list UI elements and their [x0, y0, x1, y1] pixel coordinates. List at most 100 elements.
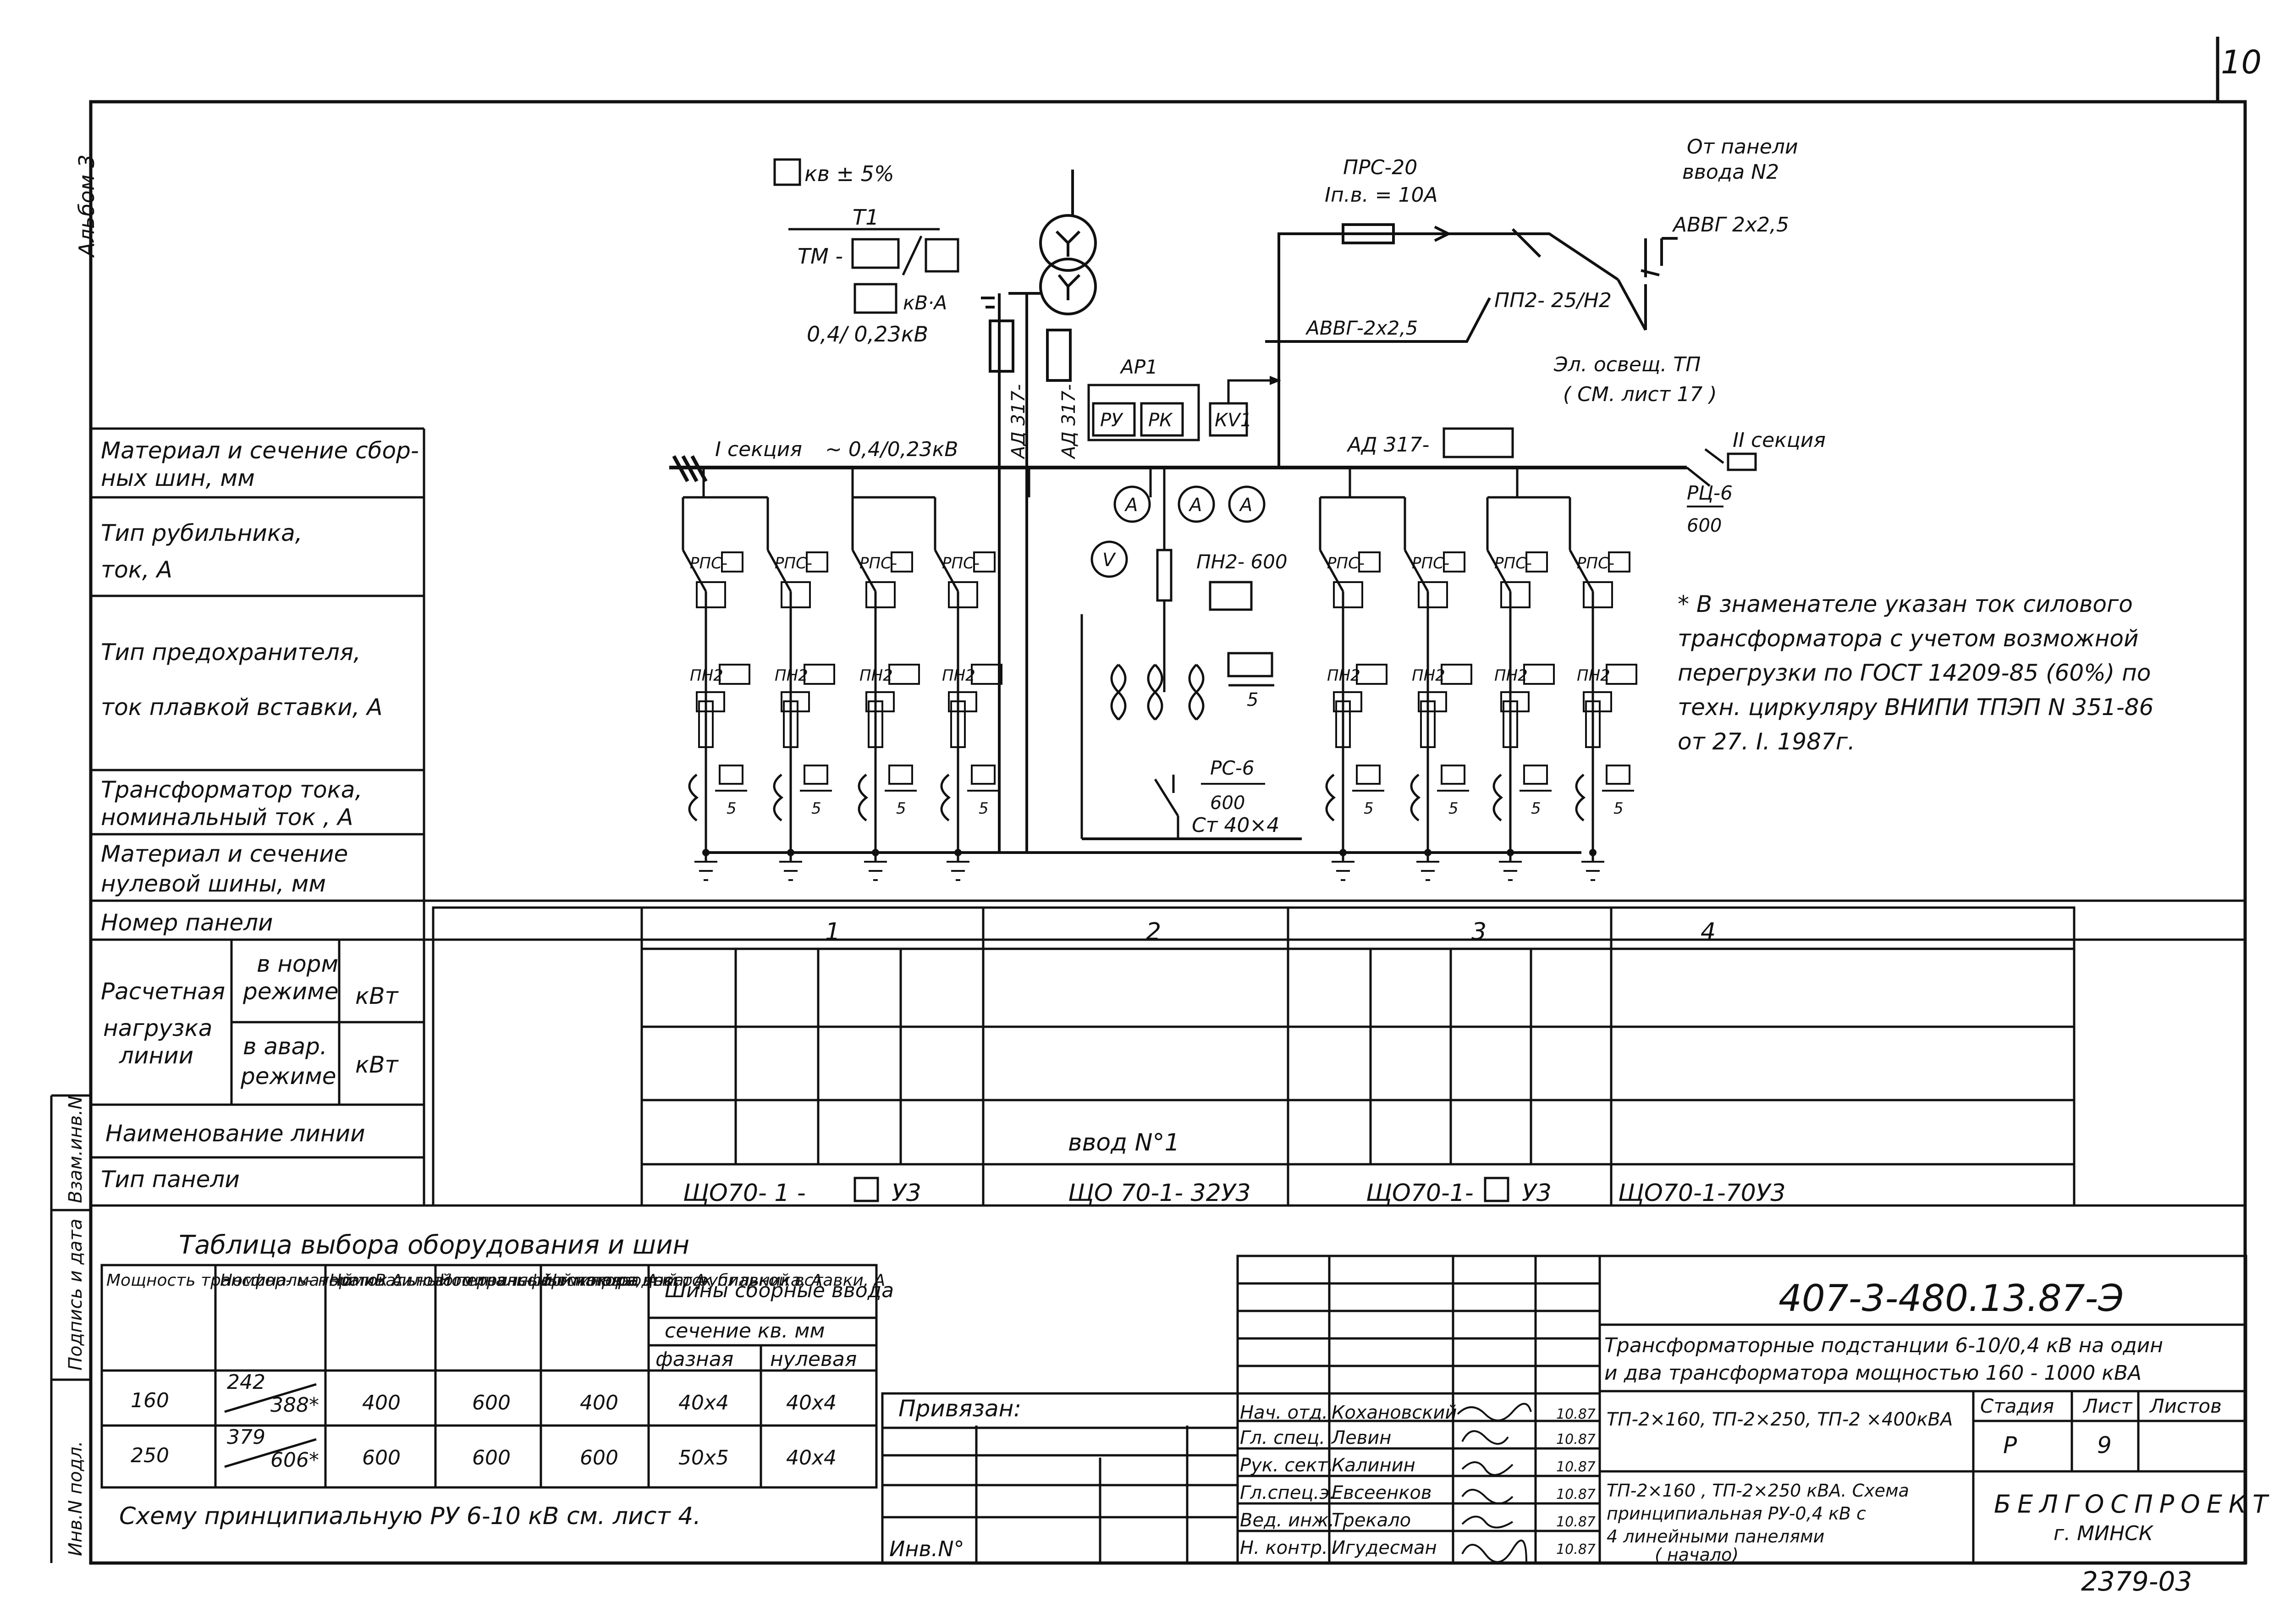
feeder-1-fuse-value-box: [696, 581, 726, 608]
rc6-label: РЦ-6: [1687, 482, 1733, 504]
feeder-1-switch-blade: [682, 549, 707, 592]
svg-text:Номиналь- ный ток вводного руб: Номиналь- ный ток вводного рубильника, А: [439, 1271, 822, 1290]
signer-role-4: Гл.спец.э.: [1240, 1482, 1335, 1503]
row-zero-bus-1: Материал и сечение: [101, 841, 348, 867]
section-2-label: II секция: [1733, 429, 1826, 452]
feeder-7-fuse-value-box: [1500, 581, 1531, 608]
hdr-power: Мощность трансфор- матора кВ А: [106, 1271, 402, 1290]
row-zero-bus-2: нулевой шины, мм: [101, 870, 326, 897]
feeder-8-ground-symbol: [1581, 861, 1604, 881]
feeder-8-fuse-body: [1585, 700, 1601, 748]
feeder-1-ground-symbol: [694, 861, 717, 881]
feeder-6-current-transformer: [1410, 774, 1421, 821]
row-switch-type-2: ток, А: [101, 556, 172, 583]
ru-relay: РУ: [1100, 410, 1123, 431]
feeder-1-fuse-rating-box: [696, 691, 725, 712]
panel-number-3: 3: [1471, 918, 1487, 946]
feeder-3-switch-blade: [851, 549, 877, 592]
note-line-1: * В знаменателе указан ток силового: [1678, 591, 2133, 617]
side-stamp-signature: Подпись и дата: [65, 1219, 86, 1371]
row-ct-2: номинальный ток , А: [101, 804, 353, 831]
ammeter-3: А: [1239, 495, 1252, 516]
feeder-4-fuse-rating-box: [948, 691, 977, 712]
feeder-6-switch-box: [1443, 551, 1465, 573]
panel-type-4: ЩО70-1-70У3: [1618, 1179, 1786, 1207]
signer-date-6: 10.87: [1556, 1541, 1596, 1558]
hdr-switch-current: Номиналь- ный ток вводного рубильника, А: [439, 1271, 822, 1290]
feeder-8-fuse-value-box: [1583, 581, 1613, 608]
feeder-6-fuse-box: [1441, 664, 1472, 685]
parameter-labels: Материал и сечение сбор- ных шин, мм Тип…: [101, 437, 419, 1193]
load-label-1: Расчетная: [101, 978, 225, 1005]
feeder-8-ct-box: [1606, 765, 1630, 785]
pp2-label: ПП2- 25/Н2: [1494, 289, 1612, 312]
tap-box: [773, 158, 801, 186]
row-fuse-type-1: Тип предохранителя,: [101, 639, 361, 666]
panel-type-3-suffix: У3: [1522, 1179, 1552, 1207]
equipment-footnote: Схему принципиальную РУ 6-10 кВ см. лист…: [119, 1503, 701, 1530]
panel-type-1-box: [853, 1177, 879, 1202]
feeder-7-current-transformer: [1492, 774, 1503, 821]
feeder-1-ct-box: [719, 765, 743, 785]
signer-role-6: Н. контр.: [1240, 1537, 1328, 1558]
feeder-3-switch-box: [891, 551, 913, 573]
feeder-3-fuse-box: [888, 664, 920, 685]
row-line-name: Наименование линии: [105, 1120, 365, 1147]
desc-line-1: ТП-2×160 , ТП-2×250 кВА. Схема: [1607, 1481, 1909, 1501]
panel-number-2: 2: [1146, 918, 1161, 946]
section-1-label: I секция: [715, 438, 802, 461]
r2-rated-den: 606*: [270, 1448, 319, 1472]
r1-switch: 600: [472, 1391, 511, 1415]
row-ct-1: Трансформатор тока,: [101, 776, 362, 803]
feeder-1-fuse-body: [698, 700, 714, 748]
feeder-3-ground-symbol: [864, 861, 887, 881]
section-1-voltage: ~ 0,4/0,23кВ: [825, 438, 958, 461]
ct-denominator: 5: [1247, 689, 1258, 710]
feeder-3-current-transformer: [858, 774, 869, 821]
project-line-2: и два трансформатора мощностью 160 - 100…: [1604, 1361, 2142, 1385]
feeder-6-fuse-label: ПН2: [1412, 666, 1445, 685]
feeder-1-ct-denominator: 5: [727, 799, 737, 818]
signer-name-1: Кохановский: [1332, 1402, 1457, 1423]
subtitle-variants: ТП-2×160, ТП-2×250, ТП-2 ×400кВА: [1607, 1409, 1953, 1430]
album-label: Альбом 3: [74, 154, 99, 258]
feeder-8-fuse-label: ПН2: [1577, 666, 1610, 685]
main-busbar: [669, 455, 1687, 482]
signer-role-1: Нач. отд.: [1240, 1402, 1328, 1423]
title-block: [881, 1255, 2247, 1564]
ammeter-2: А: [1188, 495, 1202, 516]
feeder-1-fuse-label: ПН2: [690, 666, 723, 685]
feeder-4-fuse-box: [971, 664, 1002, 685]
feeder-2-switch-blade: [766, 549, 792, 592]
feeder-3-fuse-rating-box: [865, 691, 895, 712]
r2-ct: 600: [362, 1446, 401, 1470]
feeder-6-ground-symbol: [1416, 861, 1439, 881]
equipment-table-header: Мощность трансфор- матора кВ А Номиналь-…: [106, 1271, 885, 1290]
project-line-1: Трансформаторные подстанции 6-10/0,4 кВ …: [1604, 1334, 2163, 1357]
r1-phase: 40х4: [678, 1391, 729, 1415]
feeder-8-switch-box: [1608, 551, 1630, 573]
feeder-3-fuse-body: [868, 700, 883, 748]
feeder-5-fuse-value-box: [1333, 581, 1363, 608]
signers-list: Нач. отд. Кохановский 10.87 Гл. спец. Ле…: [1240, 1402, 1596, 1558]
feeder-3-ct-box: [888, 765, 913, 785]
load-label-2: нагрузка: [103, 1015, 212, 1041]
feeder-5-fuse-body: [1335, 700, 1351, 748]
feeder-5-switch-blade: [1319, 549, 1344, 592]
feeder-5-ct-denominator: 5: [1364, 799, 1374, 818]
ar1-label: АР1: [1119, 356, 1158, 378]
t1-label: T1: [853, 205, 879, 230]
feeder-5-neutral-node: [1339, 849, 1347, 856]
svg-text:Номиналь- ный ток плавкой вста: Номиналь- ный ток плавкой вставки, А: [545, 1271, 885, 1290]
feeder-2-fuse-label: ПН2: [775, 666, 808, 685]
feeder-2-current-transformer: [773, 774, 784, 821]
lighting-feeder: [1265, 223, 1678, 468]
ar1-frame: [1087, 384, 1200, 441]
feeder-2-fuse-box: [804, 664, 835, 685]
r2-power: 250: [131, 1444, 169, 1467]
feeder-7-fuse-rating-box: [1500, 691, 1530, 712]
feeder-6-fuse-rating-box: [1418, 691, 1447, 712]
desc-line-3: 4 линейными панелями: [1607, 1526, 1824, 1547]
row-bus-material-2: ных шин, мм: [101, 465, 255, 491]
feeder-5-fuse-box: [1356, 664, 1388, 685]
